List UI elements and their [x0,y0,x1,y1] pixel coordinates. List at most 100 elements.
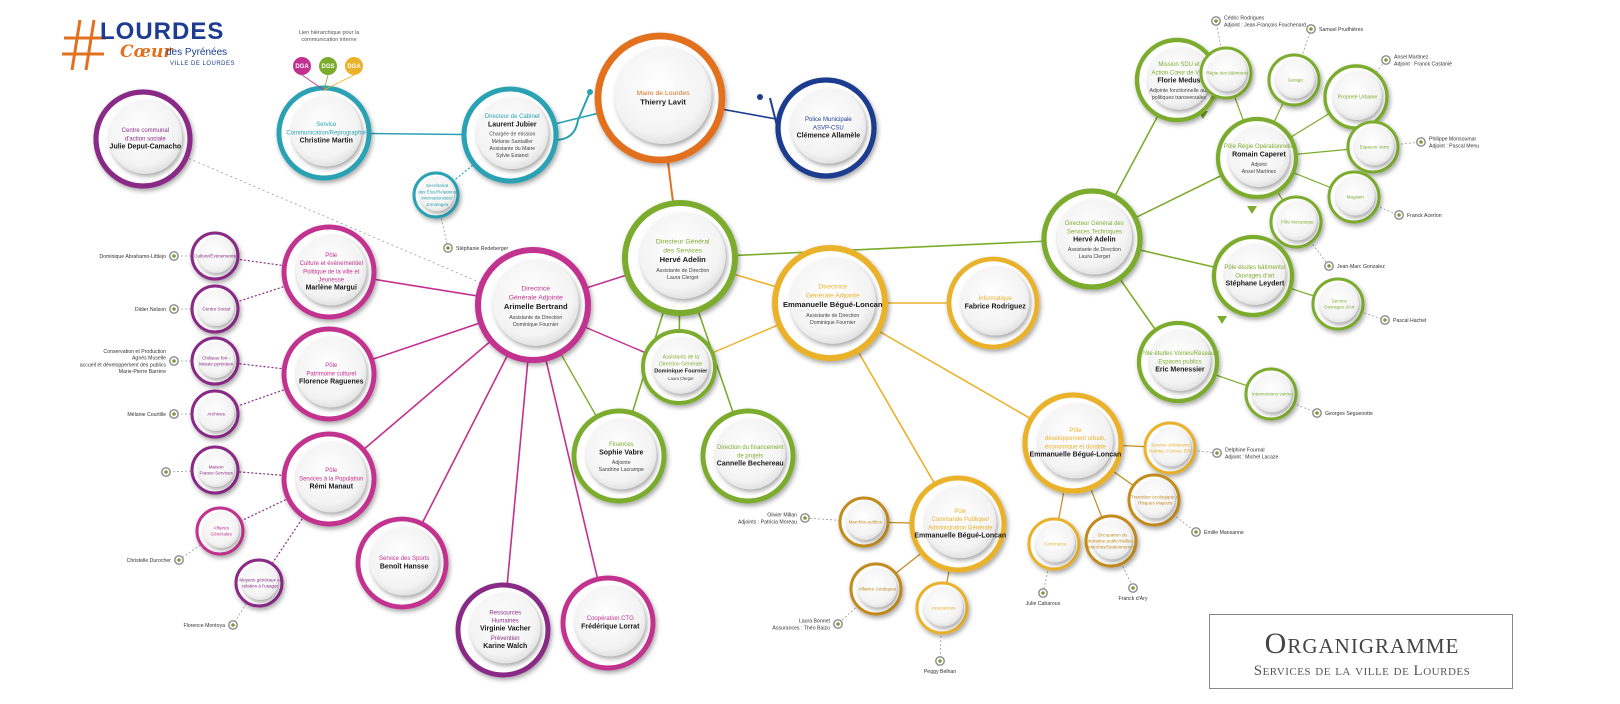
person-dot-center [1215,451,1219,455]
node-disc [296,235,367,306]
node-archives[interactable]: Archives [190,389,240,439]
node-subtext: Sylvie Estanol [496,153,529,159]
node-disc [419,176,455,212]
node-label: Assurances [931,605,956,610]
node-pole-batiments[interactable]: Pôle études bâtiments/Ouvrages d'artStép… [1211,234,1295,318]
node-label: Direction Générale [659,362,702,368]
node-label: d'action sociale [125,136,167,142]
node-label: Pôle [325,468,338,474]
node-disc [614,47,712,144]
node-label: Marchés publics [849,519,883,524]
node-proprete[interactable]: Propreté Urbaine [1323,64,1389,130]
node-label: des Services [663,248,703,255]
node-disc [492,259,579,346]
node-label: Musée pyrénéen [199,362,234,367]
node-label: Pôle études Voiries/Réseaux/ [1141,351,1220,357]
node-subtext: Assistante de Direction [806,313,859,319]
node-label: développement urbain, [1045,436,1106,442]
node-chateau[interactable]: Château fort -Musée pyrénéen [190,336,240,386]
node-magasin[interactable]: Magasin [1327,170,1381,224]
person-name: Franck Acerlon [1407,213,1442,219]
node-espaces-verts[interactable]: Espaces Verts [1346,120,1400,174]
node-juridiques[interactable]: Affaires Juridiques [849,562,903,616]
legend: Lien hiérarchique pour la communication … [284,30,374,80]
node-name: Sophie Vabre [599,449,643,456]
node-urbanisme[interactable]: Service Urbanisme,Habitat, Foncier, ERP [1143,421,1197,475]
legend-badge-dga: DGA [323,57,363,91]
node-label: Générales [211,532,233,537]
node-label: Occupation du [1097,532,1127,537]
node-disc [242,564,279,601]
node-disc [639,212,726,299]
node-commerce[interactable]: Commerce [1027,517,1081,571]
node-label: Administration Générale [928,525,993,531]
person-name: Jean-Marc Gonzalez [1337,264,1385,270]
connector-dot [757,94,763,100]
node-marches[interactable]: Marchés publics [838,496,890,548]
person-dot-center [1194,530,1198,534]
person-marker-redeberger: Stéphanie Redeberger [443,243,508,253]
node-label: Garage [1288,77,1304,82]
node-pole-mecanique[interactable]: Pôle Mécanique [1269,195,1323,249]
node-subtext: Mélanie Santailler [492,139,534,145]
node-name: Florie Medus [1157,77,1200,84]
person-marker-abrahamo: Dominique Abrahamo-Littlejo [99,251,179,261]
person-dot-center [446,246,450,250]
node-name: Frédérique Lorrat [581,623,640,630]
node-label: Culture/Événementiel [194,252,238,258]
node-label: Service [1332,298,1348,303]
node-centre-social[interactable]: Centre Social [190,284,240,334]
node-pole-voiries[interactable]: Pôle études Voiries/Réseaux/Espaces publ… [1136,320,1220,404]
node-culture-evt[interactable]: Culture/Événementiel [190,231,240,281]
node-label: Pôle [325,253,338,259]
node-disc [1147,47,1211,110]
node-label: Directrice [818,283,847,290]
node-label: Services à la Population [299,476,363,482]
node-name: Karine Walch [483,643,527,650]
node-label: Transition écologique et [1131,494,1180,499]
node-regie[interactable]: Régie des bâtiments [1199,46,1253,100]
node-garage[interactable]: Garage [1267,53,1321,107]
node-communication[interactable]: ServiceCommunication/ReprographieChristi… [276,85,372,181]
node-assurances[interactable]: Assurances [915,581,969,635]
node-label: Affaires [213,525,229,530]
person-dot-center [164,470,168,474]
node-interventions[interactable]: Interventions voiries [1244,367,1298,421]
person-name: Dominique Abrahamo-Littlejo [99,254,166,260]
